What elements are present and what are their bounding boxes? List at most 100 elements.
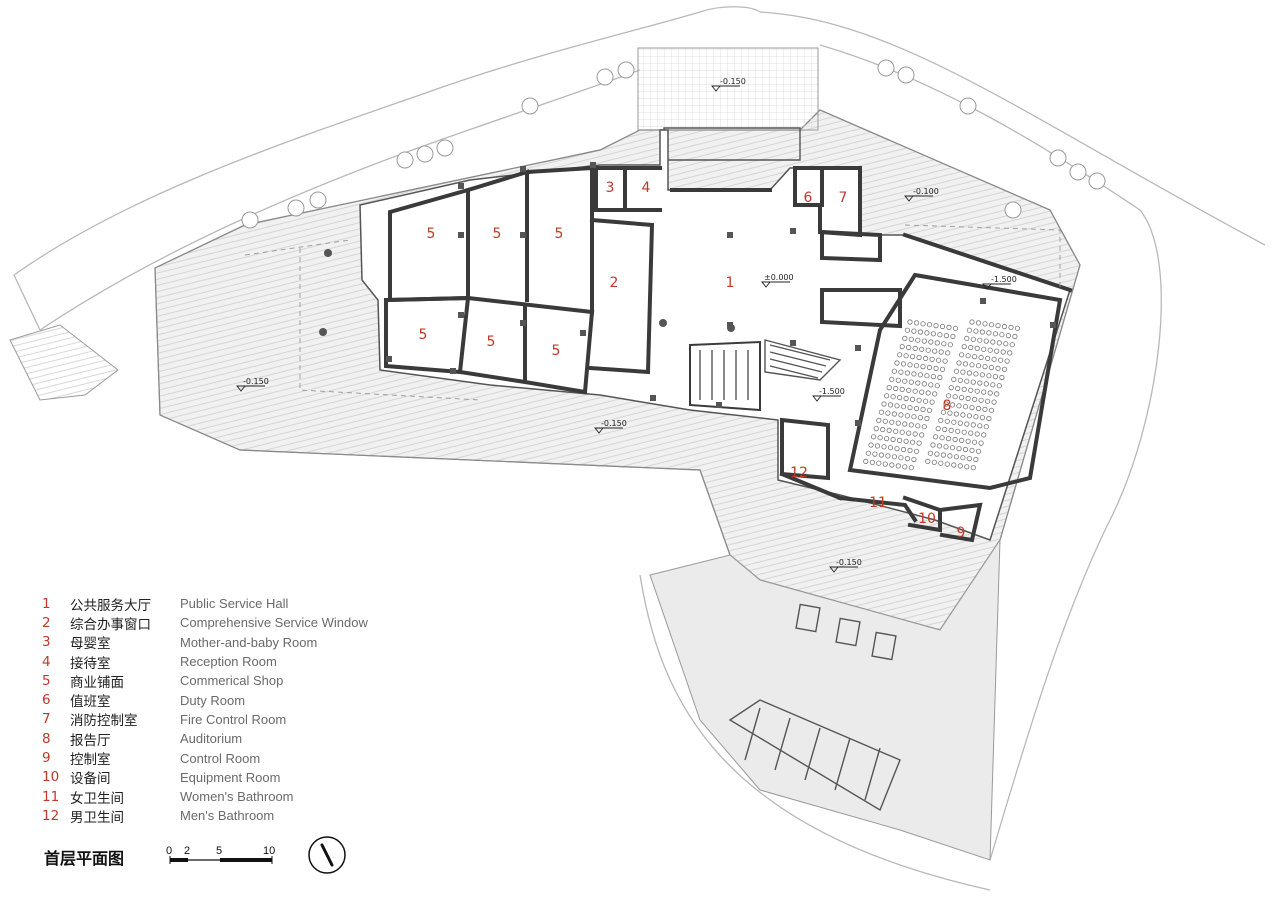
auditorium-seat xyxy=(916,354,922,361)
auditorium-seat xyxy=(928,382,934,388)
auditorium-seat xyxy=(956,403,962,409)
auditorium-seat xyxy=(940,452,947,458)
auditorium-seat xyxy=(953,454,960,460)
legend-number: 11 xyxy=(42,788,60,805)
auditorium-seat xyxy=(945,393,952,399)
auditorium-seat xyxy=(936,443,943,449)
auditorium-seat xyxy=(929,356,935,362)
auditorium-seat xyxy=(904,455,911,462)
auditorium-seat xyxy=(883,435,890,442)
north-arrow-icon xyxy=(308,836,346,874)
auditorium-seat xyxy=(900,404,907,410)
auditorium-seat xyxy=(978,397,984,403)
level-label: -0.150 xyxy=(836,558,862,567)
legend-name-zh: 接待室 xyxy=(70,655,111,672)
auditorium-seat xyxy=(932,391,938,397)
auditorium-seat xyxy=(975,363,982,369)
auditorium-seat xyxy=(907,319,913,325)
auditorium-seat xyxy=(958,352,965,358)
auditorium-seat xyxy=(921,338,927,344)
auditorium-seat xyxy=(987,347,993,353)
auditorium-seat xyxy=(990,339,996,345)
level-label: -0.150 xyxy=(720,77,746,86)
scale-bar-graphic xyxy=(169,856,273,864)
auditorium-seat xyxy=(917,414,924,421)
auditorium-seat xyxy=(951,462,957,468)
auditorium-seat xyxy=(1001,366,1008,372)
auditorium-seat xyxy=(955,385,961,392)
auditorium-seat xyxy=(964,421,970,427)
auditorium-seat xyxy=(952,325,959,331)
scale-tick-label: 0 xyxy=(166,845,173,857)
auditorium-seat xyxy=(908,465,914,471)
auditorium-seat xyxy=(908,336,914,342)
auditorium-seat xyxy=(906,387,912,393)
auditorium-seat xyxy=(911,414,917,420)
room-label-7: 7 xyxy=(839,190,848,206)
auditorium-seat xyxy=(904,370,911,376)
auditorium-seat xyxy=(953,368,960,374)
auditorium-seat xyxy=(889,376,895,382)
auditorium-seat xyxy=(921,424,927,430)
auditorium-seat xyxy=(951,376,957,382)
auditorium-seat xyxy=(988,407,995,413)
auditorium-seat xyxy=(863,458,869,464)
auditorium-seat xyxy=(921,381,927,387)
room-label-2: 2 xyxy=(610,275,619,291)
auditorium-seat xyxy=(902,378,908,384)
auditorium-seat xyxy=(986,373,992,379)
auditorium-seat xyxy=(939,366,946,372)
auditorium-seat xyxy=(925,347,931,353)
auditorium-seat xyxy=(941,341,947,347)
auditorium-seat xyxy=(942,426,948,433)
auditorium-seat xyxy=(957,377,963,383)
auditorium-seat xyxy=(919,346,925,352)
auditorium-seat xyxy=(904,413,911,419)
auditorium-seat xyxy=(922,398,929,404)
scale-bar: 0 2 5 10 xyxy=(162,840,282,870)
auditorium-seat xyxy=(970,379,976,385)
auditorium-seat xyxy=(994,348,1000,354)
auditorium-seat xyxy=(932,434,939,440)
auditorium-seat xyxy=(973,414,979,420)
auditorium-seat xyxy=(953,411,960,417)
auditorium-seat xyxy=(945,435,952,442)
auditorium-seat xyxy=(960,412,966,418)
auditorium-seat xyxy=(872,451,878,457)
auditorium-seat xyxy=(903,438,909,444)
auditorium-seat xyxy=(961,429,967,435)
auditorium-seat xyxy=(988,322,995,328)
legend-number: 8 xyxy=(42,730,51,747)
auditorium-seat xyxy=(979,414,986,421)
room-label-1: 1 xyxy=(726,275,735,291)
auditorium-seat xyxy=(895,420,901,426)
room-label-5f: 5 xyxy=(552,343,561,359)
auditorium-seat xyxy=(958,394,965,401)
auditorium-seat xyxy=(931,459,937,465)
auditorium-seat xyxy=(1014,325,1021,331)
legend-name-en: Women's Bathroom xyxy=(180,789,294,805)
auditorium-seat xyxy=(885,410,891,416)
auditorium-seat xyxy=(917,372,924,378)
legend-name-zh: 值班室 xyxy=(70,694,111,711)
auditorium-seat xyxy=(902,464,908,470)
auditorium-seat xyxy=(865,450,872,456)
auditorium-seat xyxy=(947,453,953,459)
drawing-title: 首层平面图 xyxy=(44,849,125,868)
auditorium-seat xyxy=(990,382,996,388)
auditorium-seat xyxy=(919,389,925,395)
auditorium-seat xyxy=(999,374,1005,381)
auditorium-seat xyxy=(869,459,875,465)
auditorium-seat xyxy=(908,379,914,385)
auditorium-seat xyxy=(960,369,966,375)
auditorium-seat xyxy=(977,423,983,429)
legend-name-zh: 综合办事窗口 xyxy=(70,616,151,633)
auditorium-seat xyxy=(902,421,908,427)
auditorium-seat xyxy=(938,417,944,423)
auditorium-seat xyxy=(977,380,983,386)
auditorium-seat xyxy=(883,393,890,399)
